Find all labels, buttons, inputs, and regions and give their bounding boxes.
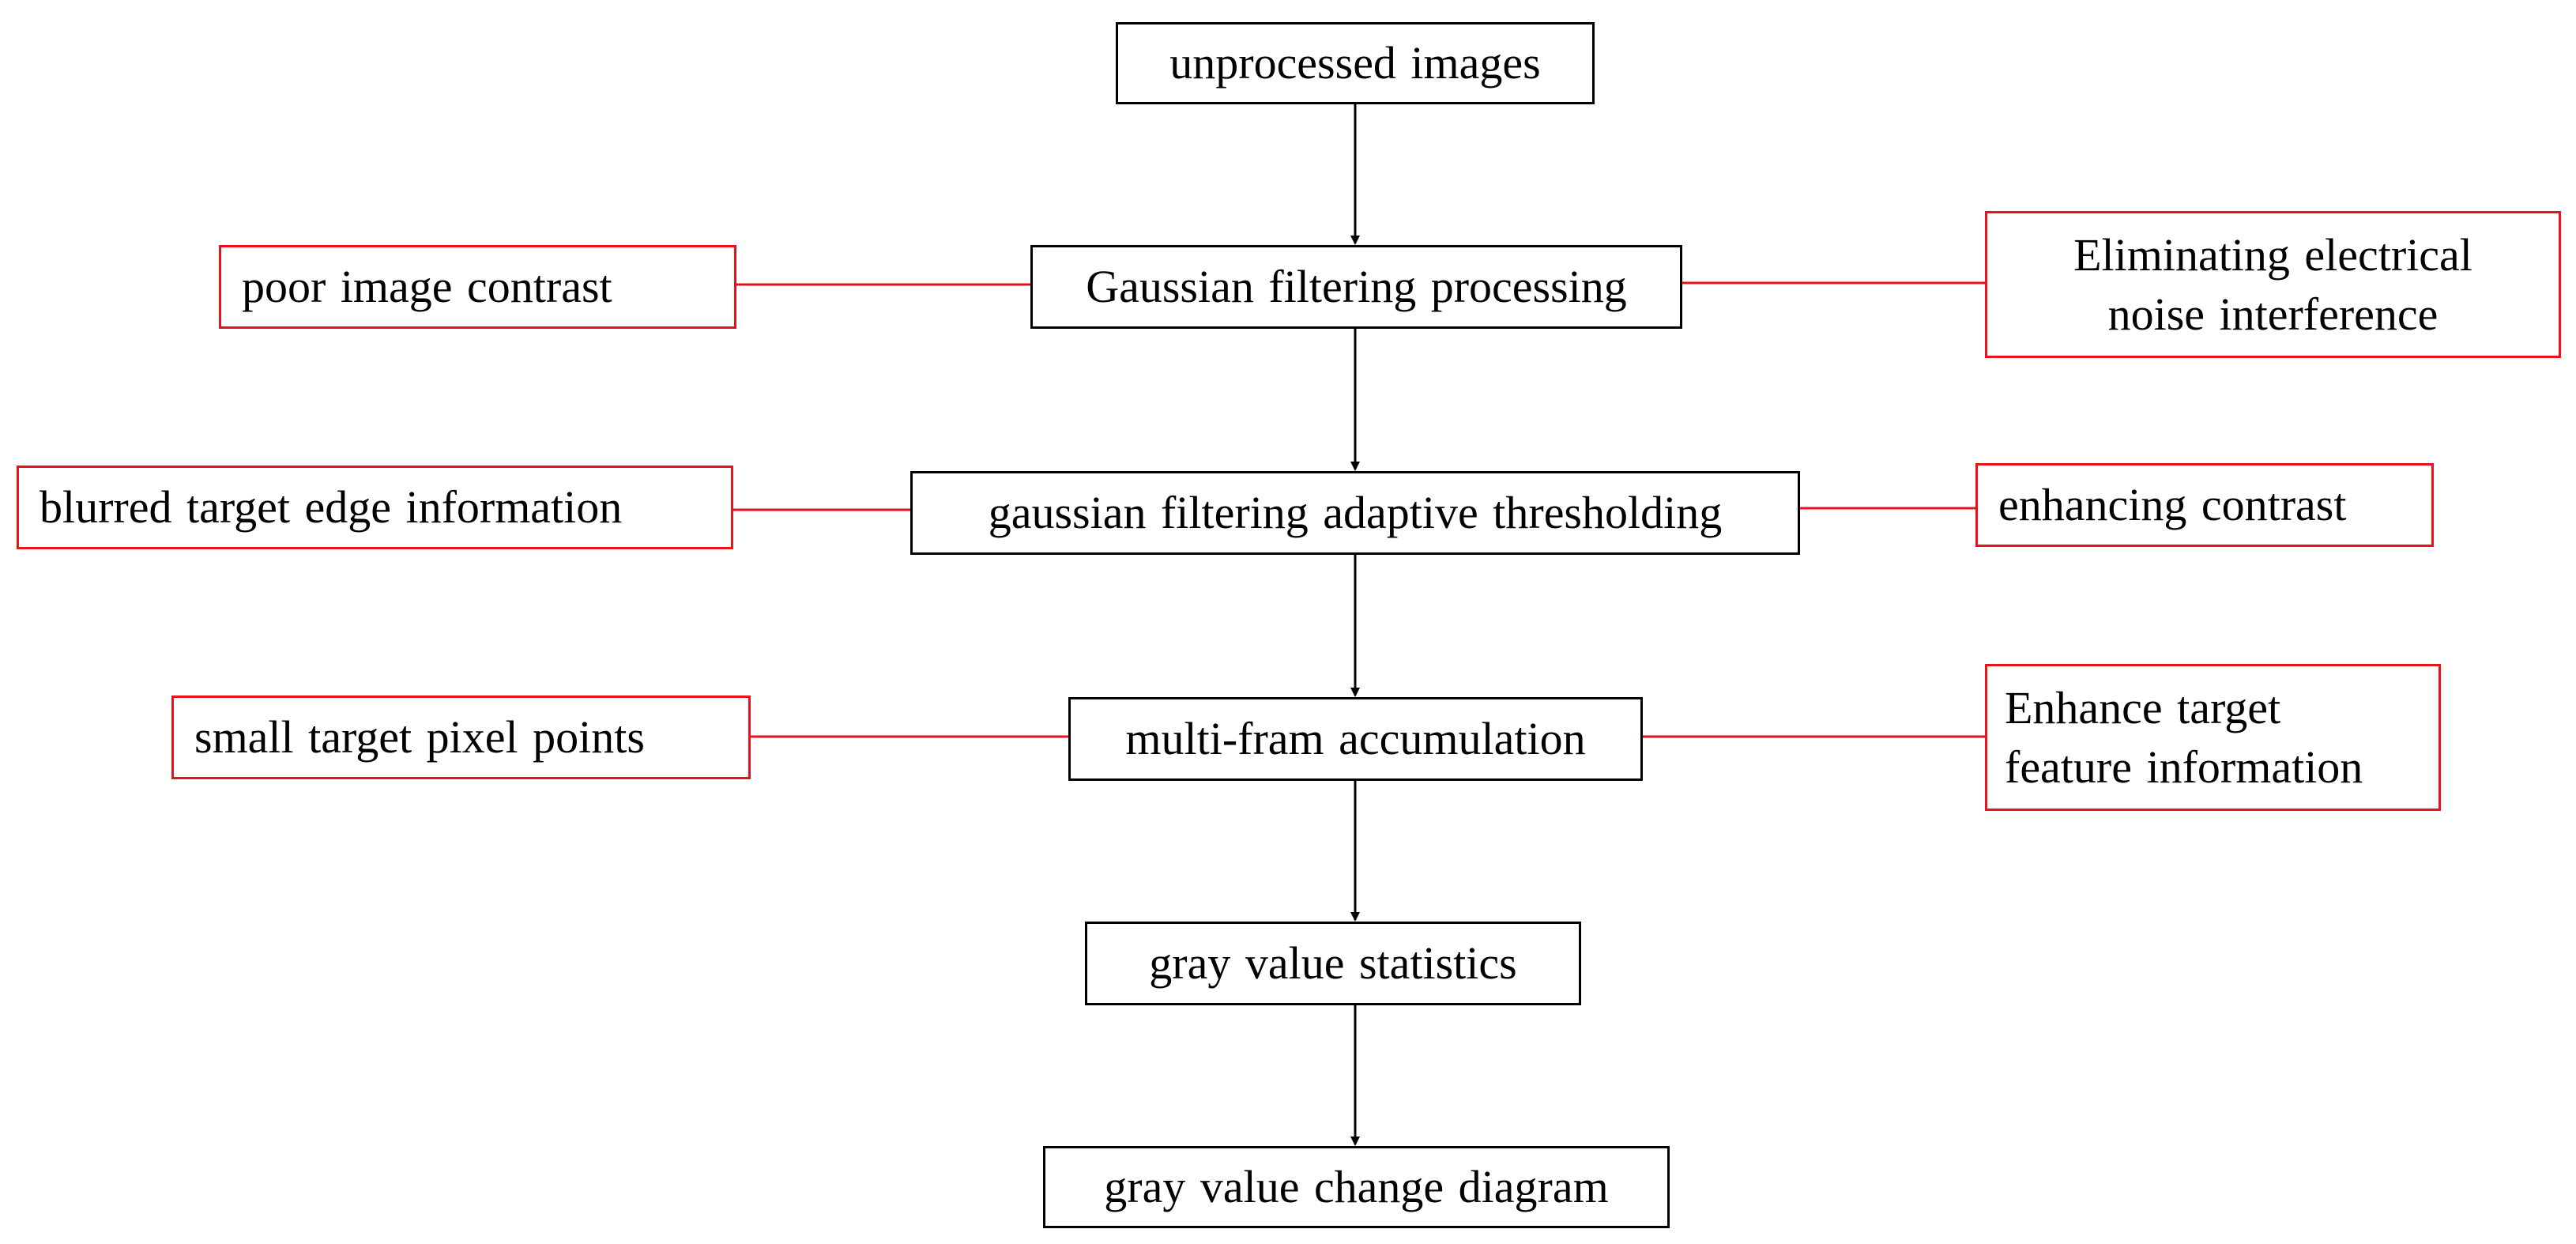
step-gray-value-statistics: gray value statistics — [1085, 922, 1581, 1005]
step-gaussian-filtering-label: Gaussian filtering processing — [1086, 261, 1627, 313]
step-adaptive-thresholding-label: gaussian filtering adaptive thresholding — [988, 487, 1723, 539]
step-unprocessed-images-label: unprocessed images — [1169, 37, 1541, 89]
benefit-enhance-feature: Enhance target feature information — [1985, 664, 2441, 811]
problem-poor-image-contrast-label: poor image contrast — [242, 261, 612, 313]
benefit-enhance-feature-label: Enhance target feature information — [2005, 681, 2363, 793]
step-gray-value-change-diagram: gray value change diagram — [1043, 1146, 1670, 1228]
problem-small-target-pixels: small target pixel points — [171, 696, 751, 779]
benefit-enhancing-contrast-label: enhancing contrast — [1998, 479, 2347, 531]
problem-poor-image-contrast: poor image contrast — [219, 245, 736, 329]
benefit-eliminating-noise: Eliminating electrical noise interferenc… — [1985, 211, 2561, 358]
benefit-eliminating-noise-label: Eliminating electrical noise interferenc… — [2073, 228, 2472, 340]
step-gaussian-filtering: Gaussian filtering processing — [1030, 245, 1682, 329]
step-multi-frame-accumulation-label: multi-fram accumulation — [1125, 713, 1586, 765]
problem-blurred-edge: blurred target edge information — [17, 466, 733, 549]
step-unprocessed-images: unprocessed images — [1116, 22, 1595, 104]
step-adaptive-thresholding: gaussian filtering adaptive thresholding — [910, 471, 1800, 555]
problem-small-target-pixels-label: small target pixel points — [194, 711, 645, 763]
step-gray-value-change-diagram-label: gray value change diagram — [1104, 1161, 1609, 1213]
benefit-enhancing-contrast: enhancing contrast — [1975, 463, 2434, 547]
step-multi-frame-accumulation: multi-fram accumulation — [1068, 697, 1643, 781]
step-gray-value-statistics-label: gray value statistics — [1149, 937, 1517, 990]
problem-blurred-edge-label: blurred target edge information — [40, 481, 623, 533]
